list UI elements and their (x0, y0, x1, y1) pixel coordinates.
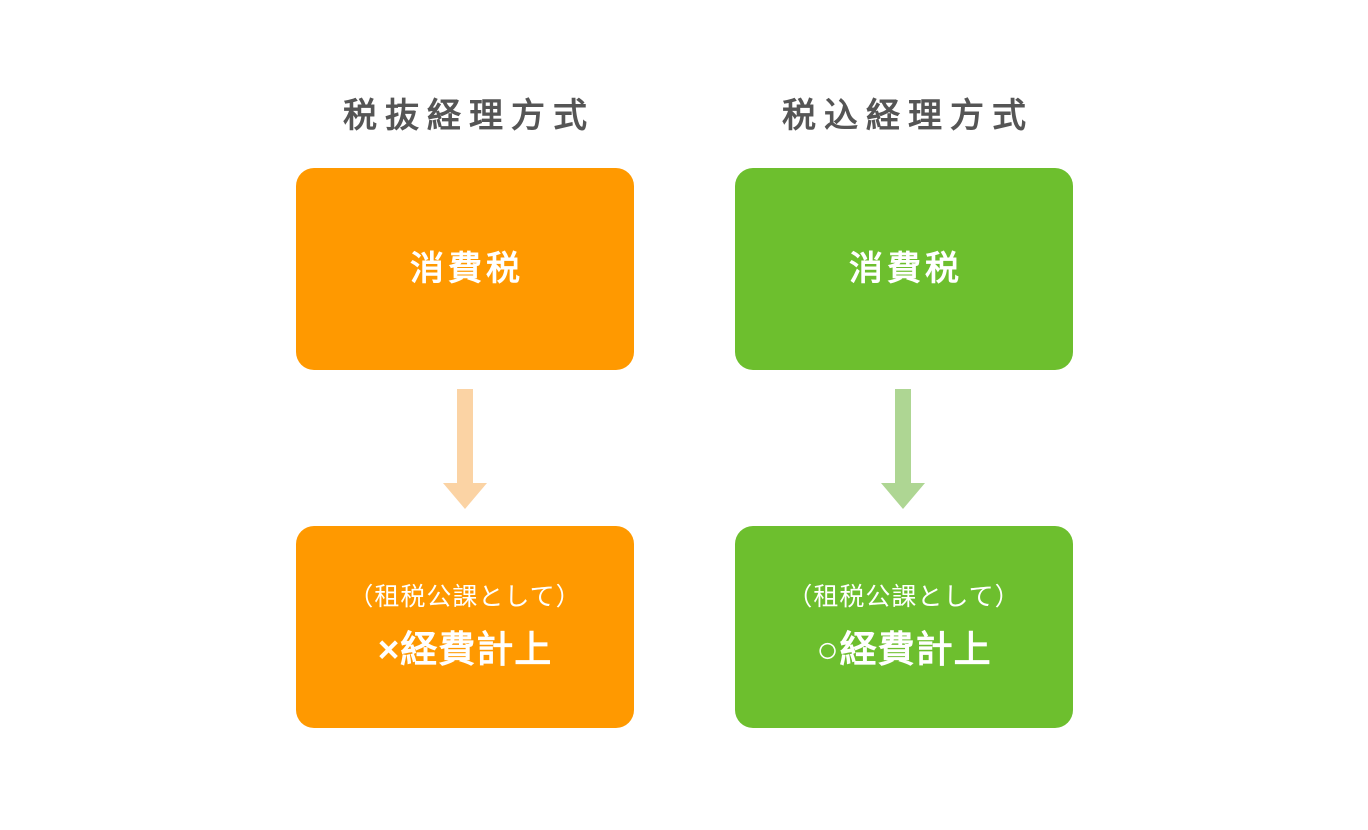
expense-result: ○経費計上 (816, 628, 992, 670)
column-title-tax-inclusive: 税込経理方式 (782, 97, 1034, 135)
down-arrow-shape (881, 389, 925, 509)
expense-result-box-tax-exclusive: （租税公課として） ×経費計上 (296, 526, 634, 728)
expense-result-box-tax-inclusive: （租税公課として） ○経費計上 (735, 526, 1073, 728)
down-arrow-shape (443, 389, 487, 509)
consumption-tax-label: 消費税 (410, 249, 524, 288)
expense-note: （租税公課として） (787, 582, 1021, 611)
column-title-tax-exclusive: 税抜経理方式 (343, 97, 595, 135)
consumption-tax-box-tax-inclusive: 消費税 (735, 168, 1073, 370)
down-arrow-icon (443, 389, 487, 509)
expense-result: ×経費計上 (377, 628, 553, 670)
down-arrow-icon (881, 389, 925, 509)
consumption-tax-box-tax-exclusive: 消費税 (296, 168, 634, 370)
consumption-tax-label: 消費税 (849, 249, 963, 288)
expense-note: （租税公課として） (348, 582, 582, 611)
